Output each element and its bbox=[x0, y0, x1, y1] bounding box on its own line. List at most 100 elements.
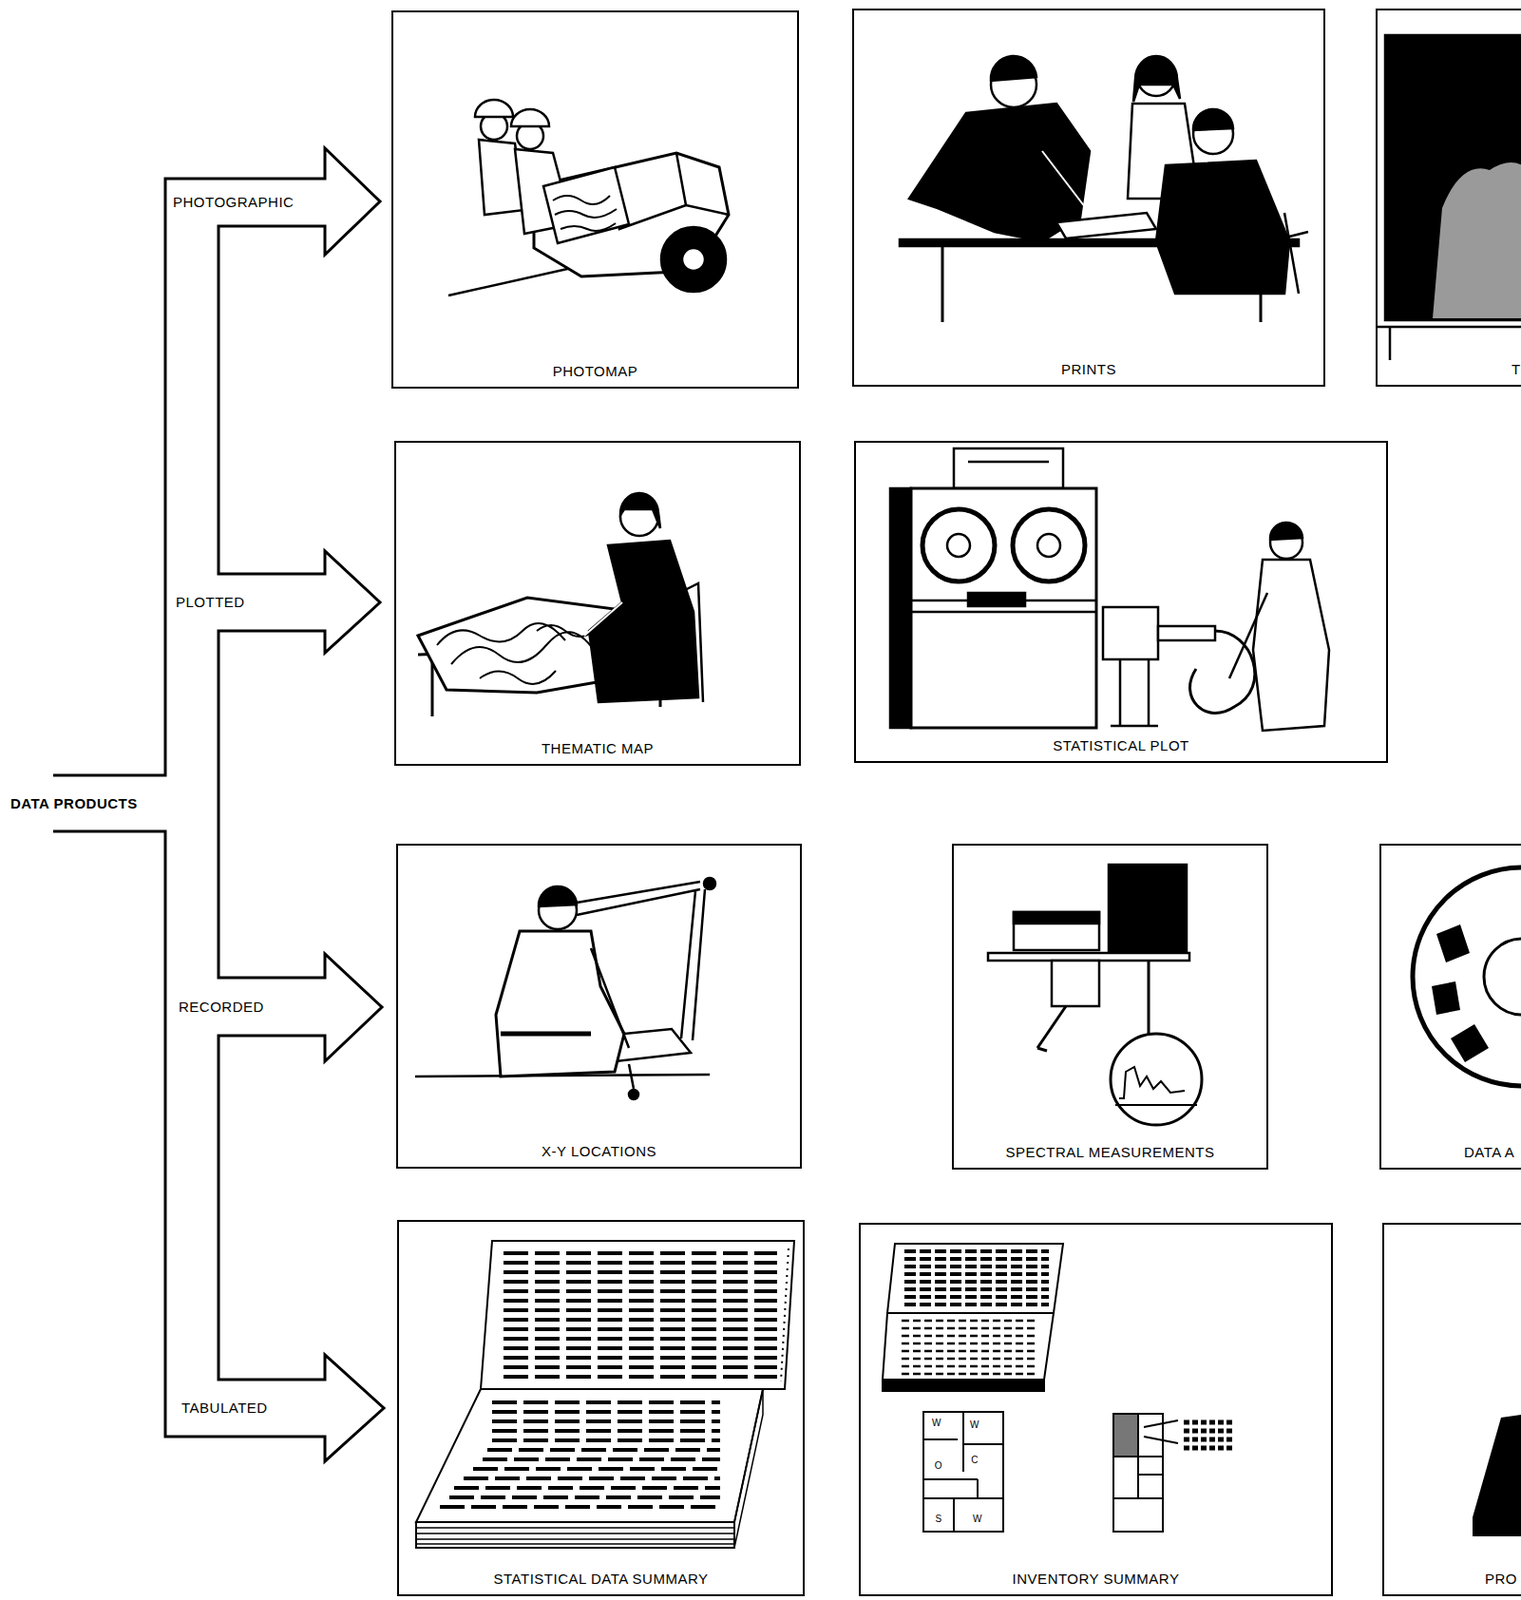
inventory-picture bbox=[882, 1243, 1236, 1532]
inventory-picture-part bbox=[882, 1379, 1045, 1391]
tape-plotter-picture-part bbox=[1270, 522, 1303, 540]
map-letter: O bbox=[934, 1460, 943, 1471]
thematic-map-picture bbox=[418, 493, 704, 717]
spectrometer-picture-part bbox=[1115, 1066, 1198, 1105]
branch-label: RECORDED bbox=[178, 999, 265, 1016]
inventory-picture-part bbox=[923, 1411, 1004, 1532]
picture-panel: PHOTOMAP bbox=[391, 10, 799, 389]
inventory-picture-part bbox=[1113, 1413, 1163, 1532]
spectrometer-picture-part bbox=[1051, 960, 1100, 1007]
digitizer-picture-part bbox=[500, 1031, 591, 1037]
jeep-survey-picture-part bbox=[682, 247, 705, 271]
picture-panel: SPECTRAL MEASUREMENTS bbox=[951, 843, 1269, 1170]
branch-label: PLOTTED bbox=[175, 594, 246, 611]
spectrometer-picture-part bbox=[1110, 1033, 1202, 1125]
tape-plotter-picture-part bbox=[1037, 533, 1061, 557]
inventory-picture-part bbox=[1143, 1420, 1179, 1444]
printout-stack-picture-part bbox=[503, 1253, 778, 1377]
panel-caption: STATISTICAL DATA SUMMARY bbox=[491, 1570, 712, 1588]
tape-plotter-picture-part bbox=[947, 533, 970, 557]
spectrometer-picture-part bbox=[1108, 864, 1187, 955]
inventory-picture-part bbox=[904, 1251, 1049, 1305]
transparency-picture-part bbox=[1375, 326, 1521, 361]
thematic-map-picture-part bbox=[589, 540, 699, 703]
printout-stack-picture bbox=[416, 1240, 795, 1548]
inventory-picture-part bbox=[1183, 1422, 1236, 1448]
panel-caption: SPECTRAL MEASUREMENTS bbox=[1003, 1143, 1218, 1161]
picture-panel: PRINTS bbox=[852, 8, 1326, 387]
tape-plotter-picture-part bbox=[968, 460, 1049, 464]
tape-plotter-picture bbox=[890, 448, 1330, 731]
digitizer-picture-part bbox=[538, 886, 577, 907]
inventory-picture-part bbox=[901, 1320, 1035, 1374]
jeep-survey-picture-part bbox=[533, 152, 729, 277]
map-letter: W bbox=[931, 1417, 942, 1428]
panel-caption: DATA A bbox=[1461, 1143, 1518, 1161]
printout-stack-picture-part bbox=[416, 1388, 763, 1548]
panel-caption: INVENTORY SUMMARY bbox=[1009, 1570, 1183, 1588]
prints-meeting-picture-part bbox=[1056, 212, 1157, 239]
data-reel-picture-part bbox=[1483, 938, 1521, 1015]
picture-panel: X-Y LOCATIONS bbox=[396, 843, 802, 1169]
jeep-survey-picture-part bbox=[543, 167, 629, 244]
thematic-map-picture-part bbox=[620, 493, 661, 529]
tape-plotter-picture-part bbox=[1158, 626, 1216, 641]
map-letter: C bbox=[970, 1454, 979, 1465]
printout-stack-picture-part bbox=[416, 1388, 763, 1522]
tape-plotter-picture-part bbox=[968, 592, 1026, 607]
inventory-picture-part bbox=[923, 1411, 1004, 1532]
projector-picture-part bbox=[1472, 1412, 1521, 1537]
printout-stack-picture-part bbox=[780, 1248, 789, 1382]
tape-plotter-picture-part bbox=[1110, 659, 1159, 726]
data-reel-picture bbox=[1412, 867, 1521, 1086]
picture-panel: STATISTICAL DATA SUMMARY bbox=[397, 1219, 805, 1597]
prints-meeting-picture-part bbox=[1284, 212, 1309, 294]
picture-panel: T bbox=[1375, 8, 1521, 387]
panel-caption: PRINTS bbox=[1058, 361, 1120, 379]
jeep-survey-picture bbox=[448, 99, 729, 296]
jeep-survey-picture-part bbox=[661, 227, 726, 292]
panel-caption: X-Y LOCATIONS bbox=[538, 1142, 660, 1160]
tape-plotter-picture-part bbox=[1102, 607, 1159, 660]
printout-stack-picture-part bbox=[439, 1402, 721, 1507]
spectrometer-picture-part bbox=[1013, 912, 1100, 924]
transparency-picture bbox=[1375, 35, 1521, 361]
tape-plotter-picture-part bbox=[911, 488, 1097, 728]
spectrometer-picture bbox=[988, 864, 1202, 1125]
picture-panel: THEMATIC MAP bbox=[394, 440, 801, 766]
prints-meeting-picture-part bbox=[990, 56, 1037, 81]
tape-plotter-picture-part bbox=[1253, 559, 1330, 731]
tape-plotter-picture-part bbox=[890, 488, 912, 728]
thematic-map-picture-part bbox=[584, 602, 623, 636]
digitizer-picture-part bbox=[628, 1089, 639, 1100]
branch-label: TABULATED bbox=[181, 1400, 268, 1417]
panel-caption: PRO bbox=[1482, 1570, 1521, 1588]
digitizer-picture-part bbox=[590, 948, 634, 1089]
data-reel-picture-part bbox=[1431, 924, 1489, 1063]
tape-plotter-picture-part bbox=[1012, 509, 1085, 582]
map-letter: S bbox=[934, 1513, 942, 1524]
spectrometer-picture-part bbox=[1037, 960, 1149, 1051]
branch-label: PHOTOGRAPHIC bbox=[172, 194, 294, 211]
digitizer-picture-part bbox=[703, 877, 716, 890]
transparency-picture-part bbox=[1385, 35, 1521, 321]
picture-panel: INVENTORY SUMMARY bbox=[858, 1222, 1333, 1597]
jeep-survey-picture-part bbox=[475, 99, 514, 117]
tape-plotter-picture-part bbox=[922, 509, 995, 582]
spectrometer-picture-part bbox=[1013, 912, 1100, 951]
data-reel-picture-part bbox=[1412, 867, 1521, 1086]
map-letter: W bbox=[972, 1513, 983, 1524]
map-letter: W bbox=[969, 1419, 980, 1430]
panel-caption: PHOTOMAP bbox=[550, 362, 642, 381]
branch-label: DATA PRODUCTS bbox=[10, 796, 138, 813]
panel-caption: THEMATIC MAP bbox=[538, 740, 657, 758]
prints-meeting-picture-part bbox=[1042, 151, 1095, 220]
prints-meeting-picture-part bbox=[1133, 56, 1180, 102]
projector-picture bbox=[1472, 1412, 1521, 1537]
tape-plotter-picture-part bbox=[953, 448, 1064, 489]
inventory-picture-part bbox=[1113, 1413, 1139, 1457]
jeep-survey-picture-part bbox=[511, 109, 550, 127]
prints-meeting-picture-part bbox=[1193, 109, 1234, 131]
